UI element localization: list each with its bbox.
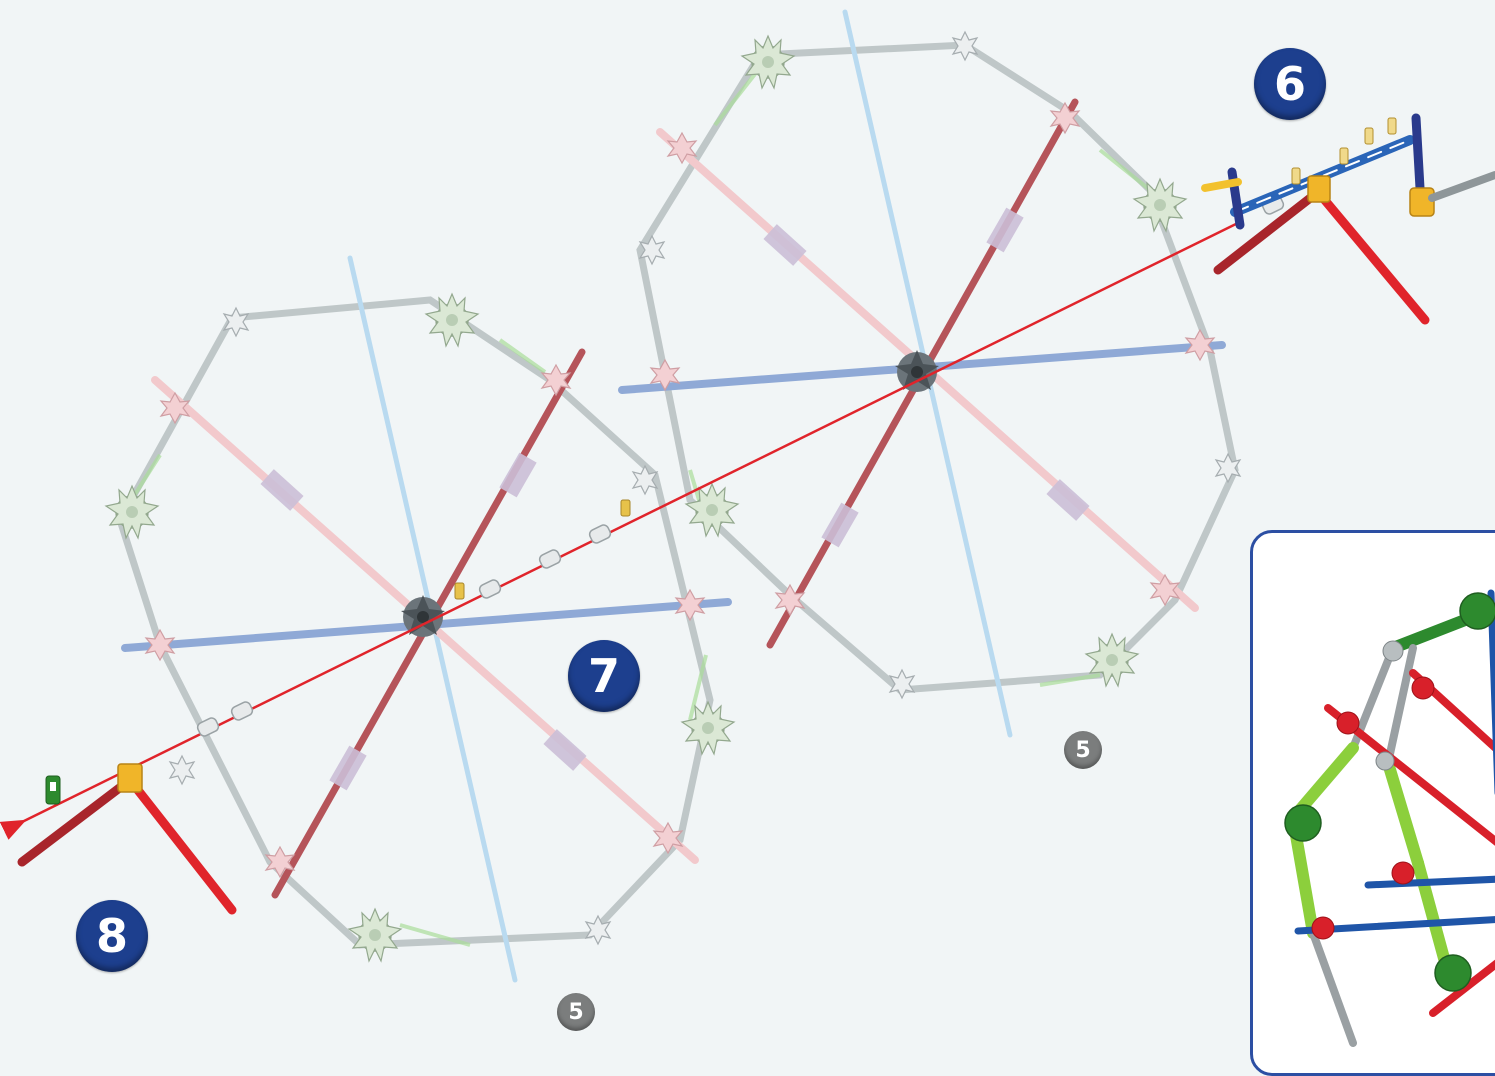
left-gear-connector-left <box>105 485 159 539</box>
step-6-badge: 6 <box>1254 48 1326 120</box>
assembly-diagram <box>0 9 1495 983</box>
left-wheel-quantity-badge: 5 <box>557 993 595 1031</box>
left-gear-connector-bottom <box>348 908 402 962</box>
right-wheel <box>618 9 1241 738</box>
axle-guide-line <box>0 220 1241 840</box>
left-gear-connector-right <box>681 701 735 755</box>
step-7-badge: 7 <box>568 640 640 712</box>
step-8-badge: 8 <box>76 900 148 972</box>
left-wheel-frame <box>116 296 714 949</box>
stand-assembly-left <box>17 763 237 915</box>
axle-spacers <box>196 195 1285 737</box>
completed-model-inset <box>1250 530 1495 1076</box>
right-wheel-quantity-badge: 5 <box>1064 731 1102 769</box>
axle-clips <box>454 499 631 600</box>
inset-model-illustration <box>1284 589 1495 1047</box>
stand-assembly-right <box>1201 113 1495 325</box>
